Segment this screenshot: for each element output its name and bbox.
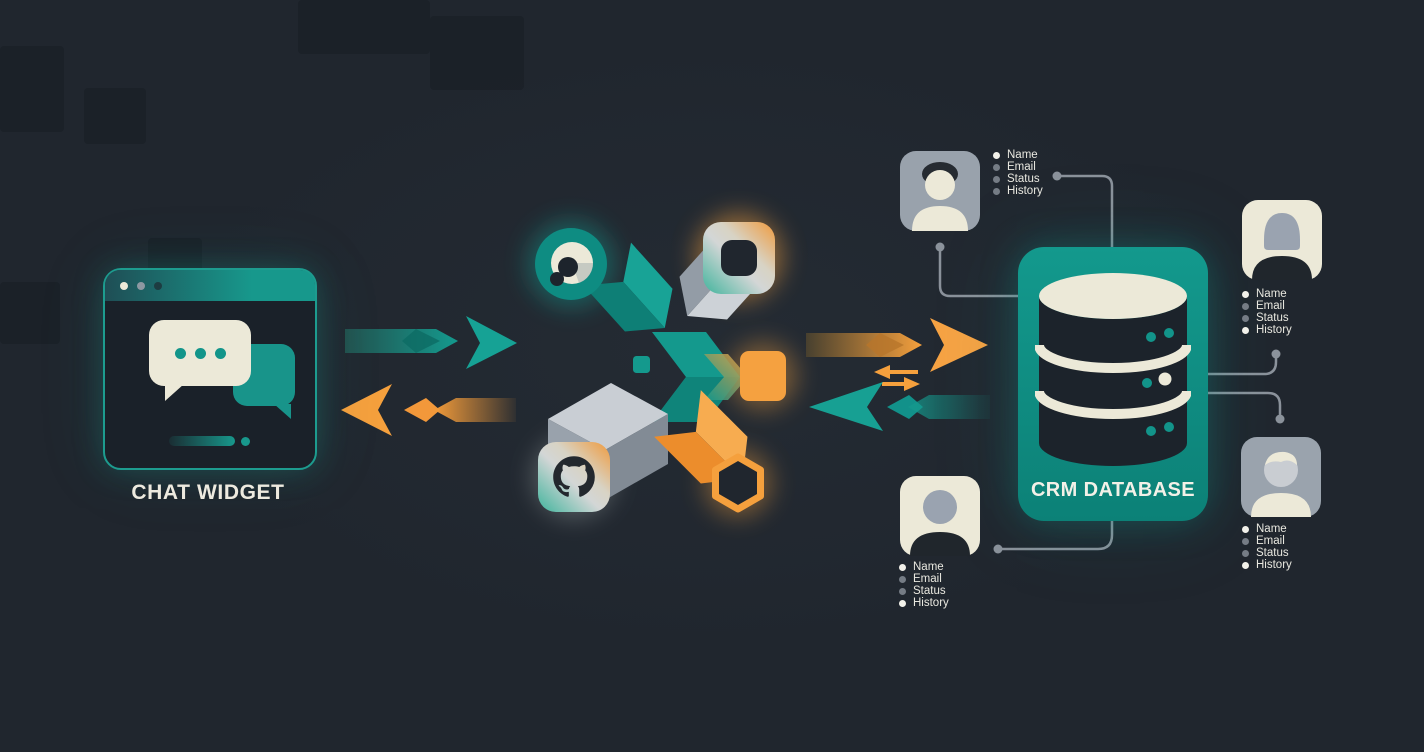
contact-field: Status <box>1242 312 1292 324</box>
message-dot <box>241 437 250 446</box>
contact-field-label: Status <box>913 585 946 597</box>
connector-line <box>938 249 1021 298</box>
contact-field-label: Status <box>1256 312 1289 324</box>
hexagon-icon <box>712 453 764 513</box>
contact-field-label: Name <box>1007 149 1038 161</box>
github-icon <box>538 442 610 512</box>
background-texture <box>430 16 524 90</box>
contact-field-label: History <box>1256 559 1292 571</box>
contact-field-label: History <box>1007 185 1043 197</box>
bullet-dot <box>899 575 906 583</box>
user-avatar-icon <box>900 476 980 556</box>
connector-lines <box>938 174 1282 551</box>
bullet-dot <box>993 175 1000 183</box>
contact-field: History <box>993 185 1043 197</box>
bullet-dot <box>899 563 906 571</box>
contact-field: Email <box>1242 535 1292 547</box>
integration-hub <box>535 222 786 513</box>
crm-database-node: CRM DATABASE <box>1018 247 1208 521</box>
contact-field-label: Name <box>1256 288 1287 300</box>
arrow-crm-to-hub <box>809 382 990 431</box>
user-avatar-icon <box>1241 437 1321 517</box>
orange-tile <box>740 351 786 401</box>
contact-field-label: Email <box>1007 161 1036 173</box>
browser-titlebar <box>105 270 315 301</box>
bullet-dot <box>899 599 906 607</box>
contact-field: History <box>899 597 949 609</box>
aperture-icon <box>535 228 607 300</box>
contact-field-label: History <box>913 597 949 609</box>
contact-field: Email <box>899 573 949 585</box>
chat-bubble-icon <box>149 320 251 401</box>
contact-field: History <box>1242 324 1292 336</box>
bullet-dot <box>1242 314 1249 322</box>
message-line <box>169 436 235 446</box>
bullet-dot <box>899 587 906 595</box>
background-texture <box>298 0 430 54</box>
contact-field: Name <box>1242 523 1292 535</box>
window-dot-icon <box>137 281 145 290</box>
contact-field: Status <box>993 173 1043 185</box>
user-avatar-icon <box>1242 200 1322 280</box>
crm-database-label: CRM DATABASE <box>1030 479 1196 501</box>
bullet-dot <box>1242 561 1249 569</box>
contact-field-label: History <box>1256 324 1292 336</box>
connector-line <box>1206 391 1282 416</box>
connector-line <box>1206 356 1278 376</box>
contact-field: History <box>1242 559 1292 571</box>
contact-field-label: Name <box>913 561 944 573</box>
connector-dots <box>935 171 1285 554</box>
bullet-dot <box>993 151 1000 159</box>
contact-field-label: Email <box>913 573 942 585</box>
user-avatar-icon <box>900 151 980 231</box>
contact-field-label: Email <box>1256 535 1285 547</box>
contact-field-label: Email <box>1256 300 1285 312</box>
arrow-hub-to-crm <box>806 318 988 372</box>
contact-fields-list-top-left: Name Email Status History <box>993 149 1043 197</box>
typing-dot <box>174 347 186 359</box>
bullet-dot <box>1242 290 1249 298</box>
contact-field: Name <box>899 561 949 573</box>
bullet-dot <box>1242 549 1249 557</box>
contact-field: Status <box>899 585 949 597</box>
background-texture <box>84 88 146 144</box>
background-texture <box>0 46 64 132</box>
chevron-gradient <box>704 354 748 400</box>
chat-widget-node <box>103 268 317 470</box>
sync-arrows-icon <box>874 365 920 391</box>
window-dot-icon <box>120 281 128 290</box>
contact-field-label: Status <box>1007 173 1040 185</box>
background-texture <box>0 282 60 344</box>
contact-fields-list-top-right: Name Email Status History <box>1242 288 1292 336</box>
bullet-dot <box>993 187 1000 195</box>
contact-field: Email <box>993 161 1043 173</box>
bullet-dot <box>1242 537 1249 545</box>
window-dot-icon <box>154 281 162 290</box>
database-icon <box>1035 273 1191 466</box>
bullet-dot <box>1242 302 1249 310</box>
contact-field-label: Name <box>1256 523 1287 535</box>
small-teal-tile <box>633 356 650 373</box>
app-tile-icon <box>703 222 775 294</box>
chevron-teal-top <box>583 242 673 332</box>
bullet-dot <box>993 163 1000 171</box>
contact-field: Status <box>1242 547 1292 559</box>
connector-line <box>1000 519 1114 551</box>
contact-field-label: Status <box>1256 547 1289 559</box>
typing-dot <box>214 347 226 359</box>
contact-fields-list-bottom-left: Name Email Status History <box>899 561 949 609</box>
arrow-hub-to-widget <box>341 384 516 436</box>
chat-widget-label: CHAT WIDGET <box>131 481 285 504</box>
bullet-dot <box>1242 326 1249 334</box>
contact-field: Email <box>1242 300 1292 312</box>
contact-fields-list-bottom-right: Name Email Status History <box>1242 523 1292 571</box>
contact-field: Name <box>1242 288 1292 300</box>
connector-line <box>1059 174 1114 250</box>
arrow-widget-to-hub <box>345 316 517 369</box>
contact-field: Name <box>993 149 1043 161</box>
typing-dot <box>194 347 206 359</box>
bullet-dot <box>1242 525 1249 533</box>
